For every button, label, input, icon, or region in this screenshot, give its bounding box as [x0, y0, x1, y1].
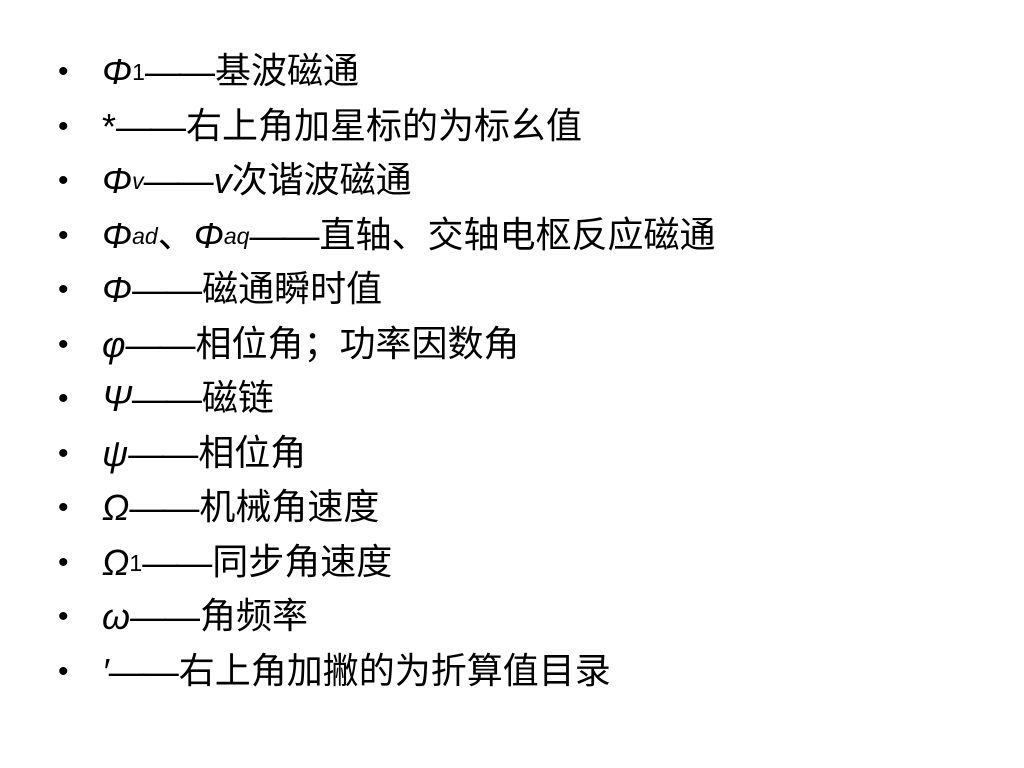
- bullet-icon: •: [58, 273, 69, 307]
- em-dash: ——: [143, 160, 214, 202]
- list-item-psi-upper: • Ψ——磁链: [58, 372, 716, 427]
- symbol: Φ: [102, 51, 133, 93]
- symbol: ω: [102, 596, 131, 638]
- list-item-prime: • ′——右上角加撇的为折算值目录: [58, 645, 716, 700]
- bullet-icon: •: [58, 382, 69, 416]
- symbol: Ω: [102, 487, 130, 529]
- em-dash: ——: [129, 487, 199, 529]
- description-prefix: v: [213, 160, 232, 202]
- bullet-icon: •: [58, 164, 69, 198]
- list-item-phi: • Φ——磁通瞬时值: [58, 263, 716, 318]
- list-item-asterisk: • *——右上角加星标的为标幺值: [58, 100, 716, 155]
- symbol: Ω: [102, 541, 130, 583]
- em-dash: ——: [142, 541, 212, 583]
- description: 右上角加撇的为折算值目录: [178, 650, 611, 692]
- bullet-icon: •: [58, 55, 69, 89]
- description: 基波磁通: [214, 51, 359, 93]
- em-dash: ——: [108, 650, 179, 692]
- description: 同步角速度: [212, 541, 393, 583]
- bullet-icon: •: [58, 491, 69, 525]
- em-dash: ——: [130, 596, 200, 638]
- description: 机械角速度: [199, 487, 380, 529]
- separator: 、: [157, 214, 194, 256]
- symbol: ψ: [102, 432, 129, 474]
- description: 直轴、交轴电枢反应磁通: [319, 214, 716, 256]
- description: 右上角加星标的为标幺值: [186, 105, 583, 147]
- symbol: Φ: [102, 269, 133, 311]
- em-dash: ——: [132, 269, 202, 311]
- bullet-icon: •: [58, 109, 69, 143]
- description: 磁链: [201, 378, 274, 420]
- bullet-icon: •: [58, 654, 69, 688]
- description: 相位角: [198, 432, 307, 474]
- description: 次谐波磁通: [231, 160, 412, 202]
- list-item-omega-lower: • ω——角频率: [58, 590, 716, 645]
- list-item-omega-upper: • Ω——机械角速度: [58, 481, 716, 536]
- symbol-second: Φ: [193, 214, 224, 256]
- symbol: Φ: [102, 214, 133, 256]
- symbol: φ: [102, 323, 126, 365]
- list-item-psi-lower: • ψ——相位角: [58, 427, 716, 482]
- em-dash: ——: [125, 323, 195, 365]
- description: 角频率: [200, 596, 309, 638]
- bullet-icon: •: [58, 600, 69, 634]
- em-dash: ——: [131, 378, 202, 420]
- symbol: Φ: [102, 160, 133, 202]
- description: 磁通瞬时值: [202, 269, 383, 311]
- em-dash: ——: [144, 51, 215, 93]
- em-dash: ——: [249, 214, 319, 256]
- description: 相位角；功率因数角: [195, 323, 520, 365]
- em-dash: ——: [128, 432, 198, 474]
- bullet-icon: •: [58, 545, 69, 579]
- symbol: ′: [102, 650, 109, 692]
- em-dash: ——: [116, 105, 186, 147]
- symbol: Ψ: [102, 378, 132, 420]
- symbol: *: [102, 105, 117, 147]
- list-item-phi-lower: • φ——相位角；功率因数角: [58, 318, 716, 373]
- bullet-icon: •: [58, 436, 69, 470]
- bullet-icon: •: [58, 327, 69, 361]
- bullet-icon: •: [58, 218, 69, 252]
